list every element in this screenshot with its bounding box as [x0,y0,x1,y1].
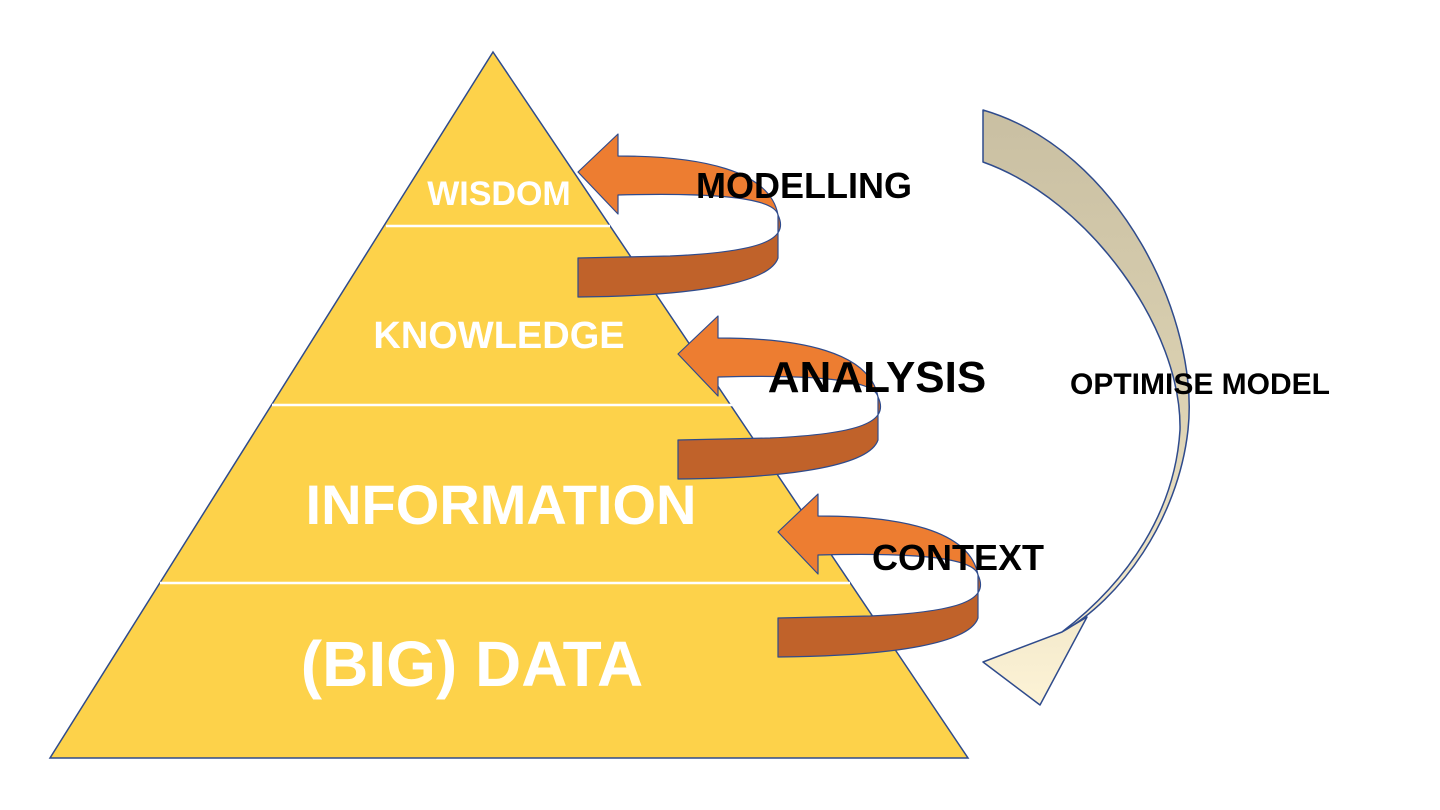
level-label-knowledge: KNOWLEDGE [373,315,624,357]
feedback-label-optimise-model: OPTIMISE MODEL [1070,368,1330,401]
process-label-context: CONTEXT [872,537,1044,578]
process-label-modelling: MODELLING [696,165,912,206]
context-arrow [777,493,982,658]
process-label-analysis: ANALYSIS [768,353,986,402]
modelling-arrow [577,133,782,298]
level-label-wisdom: WISDOM [427,175,571,213]
analysis-arrow [677,315,882,480]
level-label-information: INFORMATION [306,473,697,536]
optimise-model-arrow [982,109,1190,706]
level-label-data: (BIG) DATA [301,628,643,700]
